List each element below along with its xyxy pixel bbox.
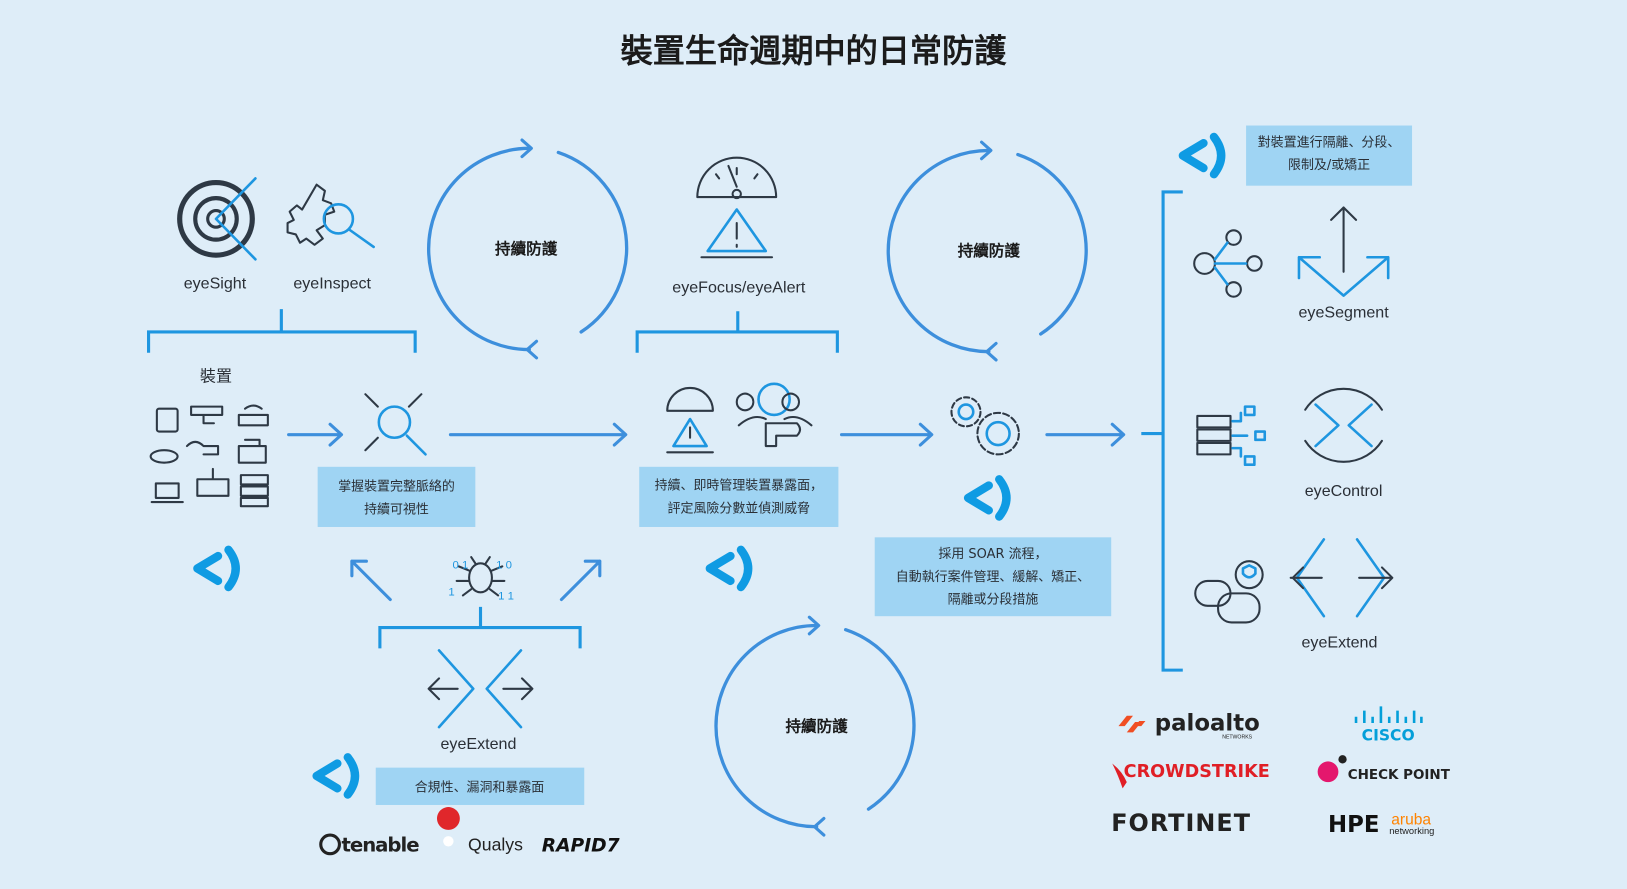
- eyesight-icon: [177, 177, 257, 261]
- visibility-magnifier-icon: [364, 393, 427, 456]
- soar-box: 採用 SOAR 流程， 自動執行案件管理、緩解、矯正、 隔離或分段措施: [874, 537, 1112, 617]
- eyeextend-label: eyeExtend: [440, 735, 516, 753]
- cycle-label: 持續防護: [958, 241, 1021, 260]
- eyeextend-icon: [1289, 538, 1394, 618]
- svg-text:掌握裝置完整脈絡的: 掌握裝置完整脈絡的: [338, 479, 455, 495]
- cycle-1: 持續防護: [426, 138, 629, 360]
- cycle-label: 持續防護: [786, 716, 849, 735]
- svg-text:評定風險分數並偵測威脅: 評定風險分數並偵測威脅: [668, 501, 811, 516]
- svg-text:自動執行案件管理、緩解、矯正、: 自動執行案件管理、緩解、矯正、: [896, 569, 1090, 585]
- isolate-box: 對裝置進行隔離、分段、 限制及/或矯正: [1246, 125, 1413, 186]
- svg-text:隔離或分段措施: 隔離或分段措施: [948, 593, 1039, 608]
- gears-icon: [950, 396, 1020, 456]
- segment-network-icon: [1193, 229, 1263, 298]
- cycle-2: 持續防護: [886, 140, 1088, 362]
- svg-text:對裝置進行隔離、分段、: 對裝置進行隔離、分段、: [1258, 135, 1400, 150]
- bracket-control: [1141, 190, 1183, 672]
- hpe-logo: HPE: [1328, 812, 1379, 838]
- gauge-alert-icon: [696, 156, 778, 259]
- svg-text:持續、即時管理裝置暴露面，: 持續、即時管理裝置暴露面，: [655, 479, 823, 494]
- bracket-extend: [378, 606, 582, 649]
- tenable-logo: tenable: [342, 834, 420, 857]
- svg-text:限制及/或矯正: 限制及/或矯正: [1288, 158, 1370, 173]
- eyecontrol-label: eyeControl: [1305, 482, 1383, 500]
- bug-icon: 0 1 1 0 1 1 1: [448, 556, 514, 603]
- devices-icon: [149, 404, 269, 508]
- partner-logos-right: paloalto NETWORKS CISCO CROWDSTRIKE CHEC…: [1111, 706, 1451, 838]
- eyesight-label: eyeSight: [184, 274, 247, 292]
- risk-gauge-icon: [666, 387, 714, 454]
- svg-text:NETWORKS: NETWORKS: [1222, 735, 1252, 741]
- forescout-logo-icon: [193, 132, 1226, 799]
- paloalto-logo: paloalto: [1155, 710, 1260, 736]
- svg-text:持續可視性: 持續可視性: [364, 502, 429, 517]
- checkpoint-logo: CHECK POINT: [1348, 767, 1451, 783]
- svg-text:採用 SOAR 流程，: 採用 SOAR 流程，: [938, 547, 1047, 562]
- crowdstrike-logo: CROWDSTRIKE: [1124, 762, 1270, 782]
- partner-logos-left: tenable Qualys RAPID7: [319, 807, 620, 861]
- eyeextend-label: eyeExtend: [1301, 633, 1377, 651]
- eyeinspect-label: eyeInspect: [293, 274, 371, 292]
- bracket-focus: [635, 311, 839, 353]
- svg-text:1 0: 1 0: [496, 559, 512, 571]
- visibility-box: 掌握裝置完整脈絡的 持續可視性: [317, 466, 476, 527]
- eyesegment-label: eyeSegment: [1298, 303, 1389, 321]
- devices-label: 裝置: [200, 368, 232, 386]
- chain-shield-icon: [1194, 560, 1264, 624]
- locked-servers-icon: [1196, 405, 1267, 467]
- eyefocus-label: eyeFocus/eyeAlert: [672, 279, 806, 297]
- rapid7-logo: RAPID7: [542, 836, 620, 857]
- cycle-label: 持續防護: [495, 239, 558, 258]
- compliance-box: 合規性、漏洞和暴露面: [375, 767, 585, 805]
- svg-text:1: 1: [448, 586, 454, 598]
- cycle-3: 持續防護: [714, 615, 916, 837]
- flow-arrows: [287, 422, 1126, 602]
- qualys-logo: Qualys: [468, 835, 523, 855]
- eyeinspect-icon: [286, 183, 375, 249]
- threat-detect-icon: [735, 382, 813, 448]
- svg-text:合規性、漏洞和暴露面: 合規性、漏洞和暴露面: [415, 779, 545, 795]
- page-title: 裝置生命週期中的日常防護: [620, 32, 1008, 70]
- svg-text:networking: networking: [1389, 826, 1434, 836]
- svg-text:0 1: 0 1: [453, 559, 469, 571]
- fortinet-logo: FORTINET: [1111, 809, 1251, 837]
- eyecontrol-icon: [1304, 387, 1383, 463]
- bracket-discover: [147, 309, 417, 353]
- svg-text:1 1: 1 1: [498, 591, 514, 603]
- eyesegment-icon: [1297, 206, 1390, 297]
- aruba-logo: aruba: [1391, 812, 1431, 829]
- eyeextend-icon: [427, 649, 534, 729]
- exposure-box: 持續、即時管理裝置暴露面， 評定風險分數並偵測威脅: [639, 466, 839, 527]
- cisco-logo: CISCO: [1362, 727, 1415, 745]
